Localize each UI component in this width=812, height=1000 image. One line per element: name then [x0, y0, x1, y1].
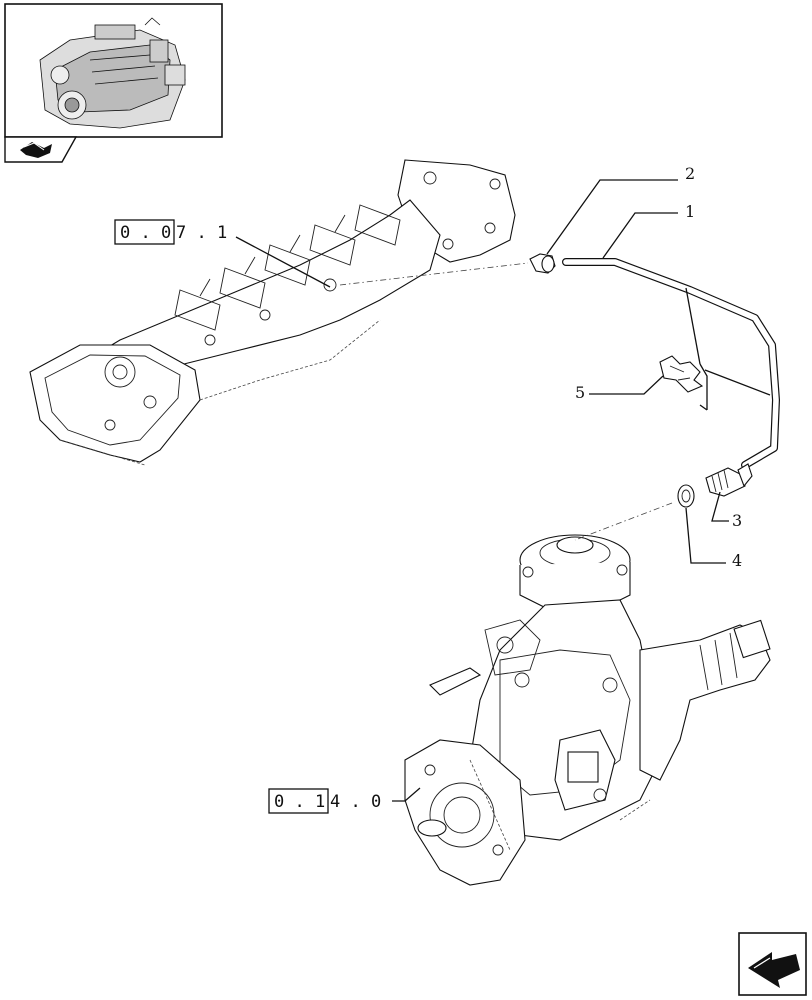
union-fitting-part[interactable] [529, 253, 556, 274]
reference-rest-part: 7 . 1 [176, 223, 227, 243]
intake-manifold-drawing [29, 159, 516, 466]
callout-4: 4 [732, 551, 742, 570]
leader-line-connector [711, 491, 729, 522]
callout-5: 5 [575, 383, 585, 402]
leader-line-clip [589, 375, 664, 395]
centerline-manifold-to-fitting [339, 262, 529, 286]
clip-bracket [699, 363, 771, 411]
engine-sketch [39, 17, 186, 129]
leader-line-manifold-ref [235, 236, 331, 288]
next-page-arrow-icon [748, 952, 800, 988]
reference-injection-pump[interactable]: 0 . 1 4 . 0 [268, 788, 381, 814]
engine-overview-thumbnail[interactable] [4, 3, 223, 138]
injection-pump-drawing [404, 534, 771, 886]
leader-line-pipe [602, 212, 678, 259]
book-arrow-icon [20, 142, 52, 158]
callout-2: 2 [685, 164, 695, 183]
reference-intake-manifold[interactable]: 0 . 0 7 . 1 [114, 219, 227, 245]
pipe-part[interactable] [562, 258, 780, 469]
callout-1: 1 [685, 202, 695, 221]
reference-boxed-part: 0 . 0 [120, 223, 171, 243]
connector-part[interactable] [705, 463, 753, 497]
centerline-seal-to-pump [574, 502, 673, 541]
corner-nav-tab[interactable] [4, 136, 78, 163]
leader-line-fitting [546, 179, 678, 255]
reference-rest-part: 4 . 0 [330, 792, 381, 812]
reference-boxed-part: 0 . 1 [274, 792, 325, 812]
leader-line-seal [685, 507, 726, 564]
leader-line-pump-ref [392, 787, 421, 802]
seal-washer-part[interactable] [677, 484, 695, 508]
next-page-button[interactable] [738, 932, 807, 996]
leader-line-pipe-to-clip [685, 287, 701, 365]
callout-3: 3 [732, 511, 742, 530]
clip-part[interactable] [659, 355, 704, 393]
